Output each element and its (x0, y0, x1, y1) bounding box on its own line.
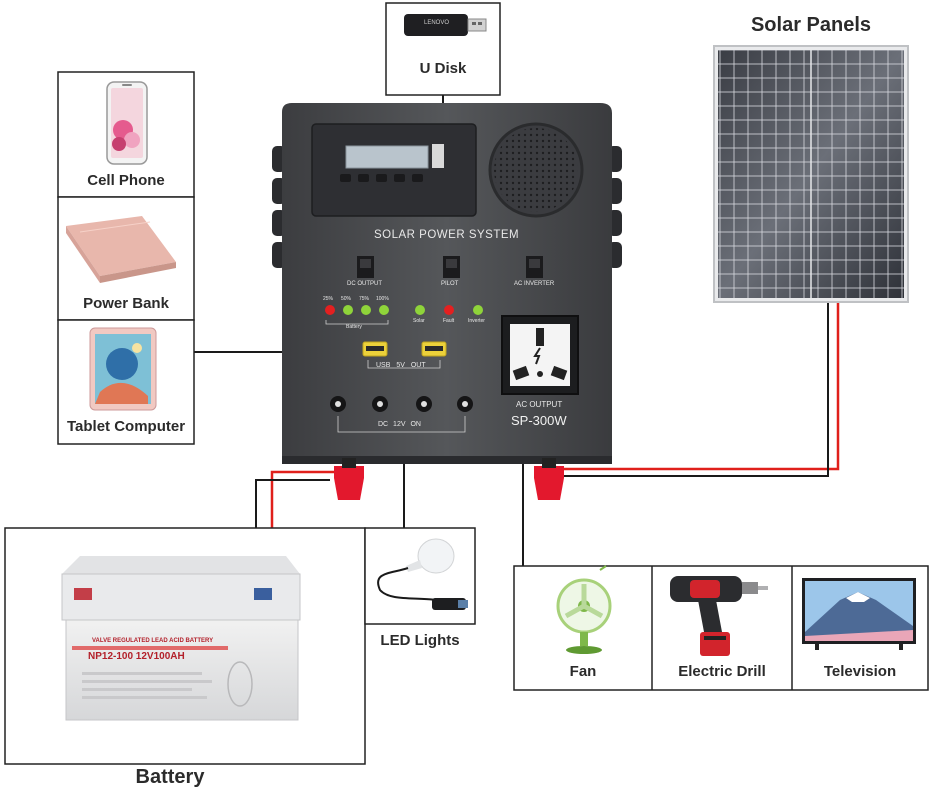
battery-brand-text: VALVE REGULATED LEAD ACID BATTERY (92, 638, 214, 644)
left-device-boxes (57, 71, 195, 445)
label-tablet-computer: Tablet Computer (66, 418, 186, 435)
label-battery: Battery (135, 766, 205, 788)
electric-drill-icon (670, 576, 768, 656)
television-icon (802, 578, 916, 650)
label-cell-phone: Cell Phone (87, 172, 165, 189)
solar-panel (713, 45, 909, 303)
usb-ports (362, 341, 447, 369)
usb-out-label: USB 5V OUT (376, 362, 426, 369)
dc-terminals (330, 396, 473, 433)
usb-stick-icon (404, 14, 487, 36)
appliance-box (513, 565, 929, 691)
ac-output-label: AC OUTPUT (516, 400, 563, 409)
battery-level-25: 25% (323, 296, 334, 302)
solar-wire-black (556, 300, 829, 477)
switch-label-ac: AC INVERTER (514, 281, 555, 287)
rocker-switches (357, 256, 543, 278)
indicator-solar: Solar (413, 318, 425, 324)
label-television: Television (823, 663, 897, 680)
indicator-inverter: Inverter (468, 318, 485, 324)
solar-wire-red (556, 300, 840, 471)
power-bank-icon (66, 216, 176, 283)
indicator-fault: Fault (443, 318, 455, 324)
label-led-lights: LED Lights (380, 632, 460, 649)
label-u-disk: U Disk (419, 60, 467, 77)
label-power-bank: Power Bank (83, 295, 169, 312)
udisk-box (385, 2, 501, 96)
label-electric-drill: Electric Drill (678, 663, 766, 680)
battery-wire-red (270, 470, 340, 528)
controller-unit (272, 103, 622, 500)
switch-label-dc: DC OUTPUT (347, 281, 382, 287)
battery-level-leds (325, 305, 483, 325)
cell-phone-icon (106, 81, 148, 165)
panel-title: SOLAR POWER SYSTEM (374, 229, 520, 241)
model-label: SP-300W (511, 413, 567, 428)
fan-icon (556, 565, 612, 654)
battery-terminals (334, 458, 564, 500)
switch-label-pilot: PILOT (441, 281, 459, 287)
battery-model-text: NP12-100 12V100AH (88, 651, 185, 662)
battery-box (4, 527, 366, 765)
battery-level-75: 75% (359, 296, 370, 302)
tablet-computer-icon (89, 327, 157, 411)
led-box (364, 527, 476, 625)
ac-outlet (501, 315, 579, 395)
battery-wire-black (255, 479, 330, 528)
battery-level-50: 50% (341, 296, 352, 302)
battery-level-100: 100% (376, 296, 389, 302)
usb-brand-text: LENOVO (424, 20, 450, 26)
dc-on-label: DC 12V ON (378, 421, 421, 428)
battery-level-label: Battery (346, 324, 362, 330)
label-solar-panels: Solar Panels (750, 14, 872, 36)
label-fan: Fan (569, 663, 597, 680)
led-bulb-icon (377, 538, 468, 610)
